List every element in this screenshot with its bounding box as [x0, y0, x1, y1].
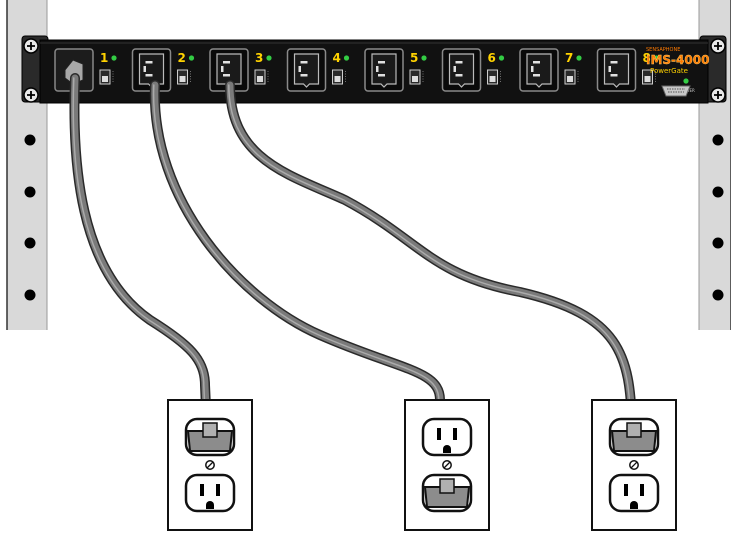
outlet-led — [188, 55, 195, 61]
rack-hole — [712, 186, 724, 198]
socket-pin — [223, 74, 230, 77]
rack-hole — [712, 289, 724, 301]
brand-name: SENSAPHONE — [646, 47, 680, 53]
wall-outlet-right[interactable] — [591, 399, 677, 531]
switch-toggle — [567, 76, 573, 82]
receptacle-slot — [437, 428, 441, 440]
power-cable — [69, 73, 212, 435]
ground-hole — [630, 501, 638, 509]
wall-outlet-left[interactable] — [167, 399, 253, 531]
model-subtitle: PowerGate — [650, 67, 688, 75]
outlet-number: 1 — [100, 51, 108, 65]
receptacle-slot — [200, 484, 204, 496]
socket-pin — [455, 61, 463, 64]
socket-pin — [145, 61, 153, 64]
model-name: IMS-4000 — [646, 53, 709, 67]
pdu-outlet-4[interactable]: 4 — [286, 48, 350, 92]
receptacle-slot — [640, 484, 644, 496]
wall-outlet-middle[interactable] — [404, 399, 490, 531]
outlet-number: 4 — [333, 51, 341, 65]
outlet-number: 6 — [488, 51, 496, 65]
pdu-outlet-8[interactable]: 8 — [596, 48, 660, 92]
outlet-led — [498, 55, 505, 61]
ground-hole — [443, 445, 451, 453]
screw-icon — [23, 38, 39, 54]
socket-pin — [533, 74, 540, 77]
switch-toggle — [257, 76, 263, 82]
plug-strain-relief — [439, 478, 455, 494]
receptacle — [608, 473, 660, 513]
rack-hole — [712, 134, 724, 146]
socket-pin — [533, 61, 540, 64]
socket-pin — [453, 66, 456, 72]
socket-pin — [455, 74, 463, 77]
switch-toggle — [489, 76, 496, 82]
receptacle-slot — [216, 484, 220, 496]
socket-pin — [610, 74, 618, 77]
socket-pin — [608, 66, 611, 72]
switch-toggle — [412, 76, 418, 82]
socket-pin — [221, 66, 224, 72]
pdu-outlet-6[interactable]: 6 — [441, 48, 505, 92]
plug-strain-relief — [202, 422, 218, 438]
receptacle-slot — [624, 484, 628, 496]
outlet-led — [576, 55, 582, 61]
outlet-number: 5 — [410, 51, 418, 65]
socket-pin — [378, 61, 385, 64]
outlet-number: 3 — [255, 51, 263, 65]
socket-pin — [531, 66, 534, 72]
screw-icon — [710, 87, 726, 103]
socket-pin — [378, 74, 385, 77]
switch-toggle — [644, 76, 651, 82]
receptacle-slot — [453, 428, 457, 440]
ground-hole — [206, 501, 214, 509]
rack-hole — [712, 237, 724, 249]
socket-face — [293, 53, 320, 88]
switch-toggle — [102, 76, 108, 82]
rack-hole — [24, 289, 36, 301]
power-cables — [69, 73, 637, 485]
socket-pin — [145, 74, 153, 77]
socket-face — [603, 53, 630, 88]
pdu-outlet-7[interactable]: 7 — [519, 48, 582, 92]
socket-pin — [300, 74, 308, 77]
outlet-led — [343, 55, 350, 61]
socket-pin — [300, 61, 308, 64]
outlet-led — [266, 55, 272, 61]
switch-toggle — [334, 76, 341, 82]
socket-face — [526, 53, 552, 88]
socket-pin — [376, 66, 379, 72]
socket-pin — [143, 66, 146, 72]
pdu-outlet-5[interactable]: 5 — [364, 48, 427, 92]
pdu-outlet-1[interactable]: 1 — [54, 48, 117, 92]
screw-icon — [23, 87, 39, 103]
pdu-outlet-2[interactable]: 2 — [131, 48, 195, 92]
socket-pin — [298, 66, 301, 72]
rack-hole — [24, 134, 36, 146]
outlet-led — [653, 55, 660, 61]
plug-strain-relief — [626, 422, 642, 438]
rack-hole — [24, 186, 36, 198]
socket-face — [448, 53, 475, 88]
socket-pin — [223, 61, 230, 64]
serial-port-icon[interactable] — [661, 85, 691, 97]
screw-icon — [710, 38, 726, 54]
outlet-led — [111, 55, 117, 61]
brand-block: SENSAPHONE IMS-4000 PowerGate POWER — [646, 47, 710, 97]
receptacle — [184, 473, 236, 513]
outlet-number: 2 — [178, 51, 186, 65]
outlet-led — [421, 55, 427, 61]
power-led — [683, 78, 689, 84]
outlet-number: 8 — [643, 51, 651, 65]
receptacle — [421, 417, 473, 457]
switch-toggle — [179, 76, 186, 82]
socket-face — [371, 53, 397, 88]
outlet-bank: 1 2 3 4 5 6 7 8 — [54, 48, 660, 92]
outlet-number: 7 — [565, 51, 573, 65]
wall-outlets — [167, 399, 677, 531]
rack-hole — [24, 237, 36, 249]
socket-pin — [610, 61, 618, 64]
